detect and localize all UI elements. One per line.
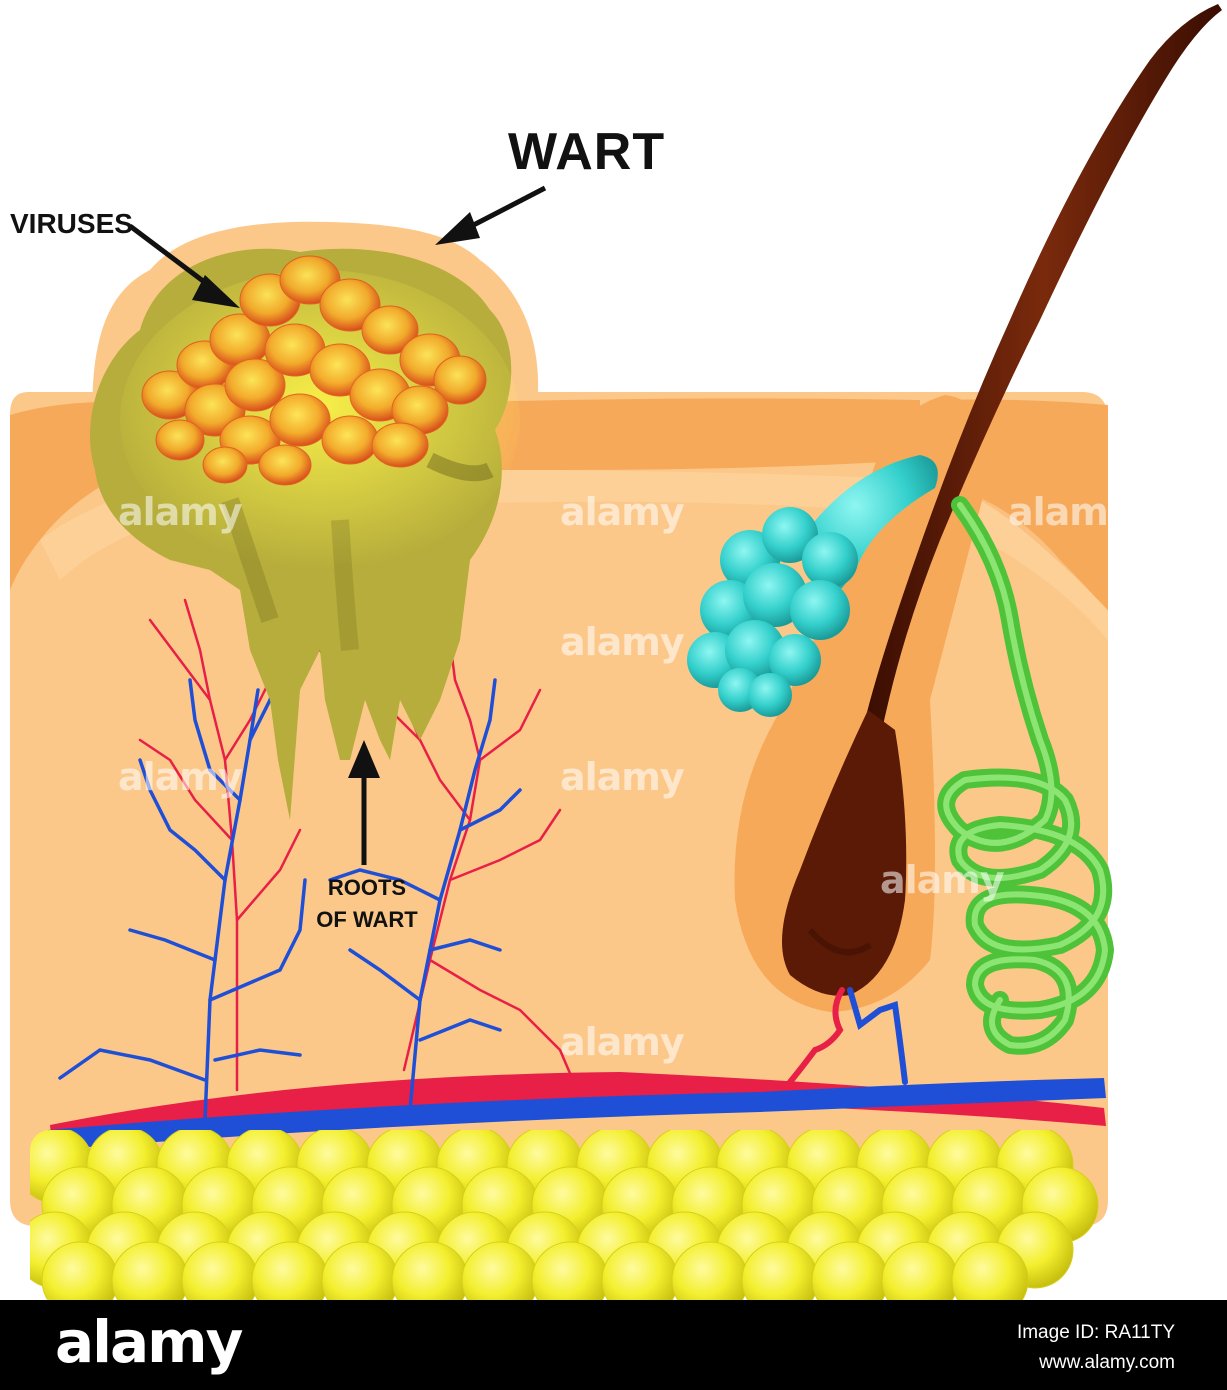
fat-layer [17,1127,1098,1300]
alamy-logo: alamy [55,1308,241,1376]
wart-arrowhead [435,212,480,245]
roots-label-line2: OF WART [292,904,442,936]
roots-label-line1: ROOTS [292,872,442,904]
watermark: alamy [1008,490,1132,534]
footer-url: www.alamy.com [1039,1352,1175,1374]
epidermis-layer-right [470,398,920,470]
wart-label: WART [508,122,665,182]
watermark: alamy [560,490,684,534]
watermark: alamy [118,490,242,534]
watermark: alamy [880,858,1004,902]
watermark: alamy [560,1020,684,1064]
footer-bar: alamy Image ID: RA11TY www.alamy.com [0,1300,1227,1390]
watermark: alamy [560,755,684,799]
viruses-label: VIRUSES [10,208,133,240]
watermark: alamy [118,755,242,799]
roots-of-wart-label: ROOTS OF WART [292,872,442,936]
image-id: Image ID: RA11TY [1017,1322,1175,1344]
watermark: alamy [560,620,684,664]
